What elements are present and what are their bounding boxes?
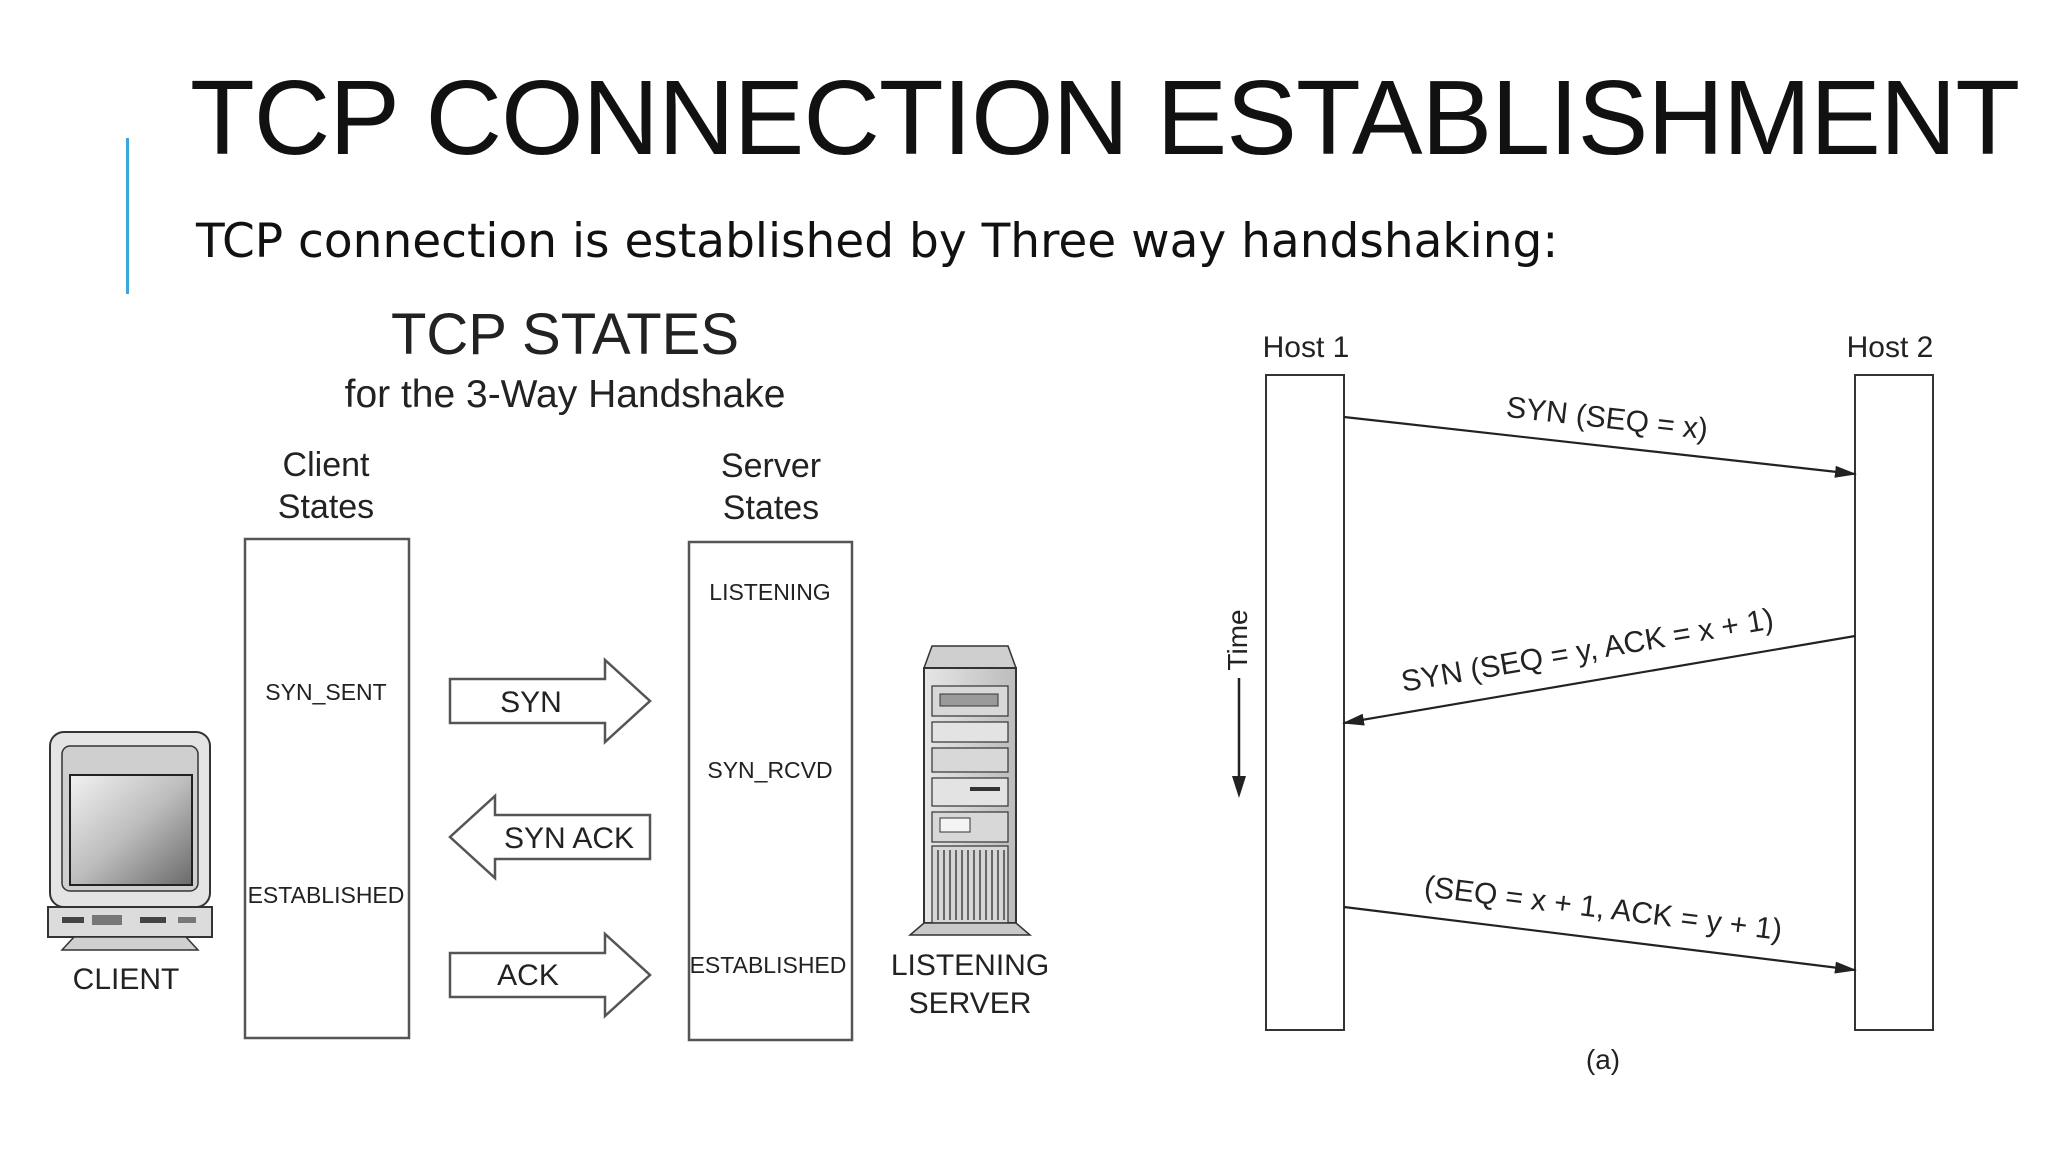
syn-ack-arrow-label: SYN ACK	[504, 822, 634, 855]
states-title: TCP STATES	[391, 302, 739, 367]
ack-block-arrow: ACK	[448, 931, 652, 1019]
server-state-listening: LISTENING	[709, 579, 830, 605]
figure-caption: (a)	[1586, 1044, 1620, 1075]
states-subtitle: for the 3-Way Handshake	[345, 373, 786, 416]
time-axis: Time	[1222, 609, 1253, 798]
message-syn-ack: SYN (SEQ = y, ACK = x + 1)	[1342, 603, 1856, 726]
client-header-line1: Client	[283, 446, 370, 484]
client-label: CLIENT	[73, 963, 180, 996]
message-syn-ack-label: SYN (SEQ = y, ACK = x + 1)	[1399, 603, 1776, 699]
client-computer-icon: CLIENT	[47, 731, 213, 996]
slide-subtitle: TCP connection is established by Three w…	[196, 214, 1559, 269]
host2-label: Host 2	[1847, 331, 1934, 364]
accent-bar	[126, 138, 129, 294]
message-syn: SYN (SEQ = x)	[1343, 391, 1857, 478]
slide-title: TCP CONNECTION ESTABLISHMENT	[190, 59, 2020, 177]
client-state-established: ESTABLISHED	[248, 882, 405, 908]
client-state-syn-sent: SYN_SENT	[265, 679, 386, 705]
server-state-syn-rcvd: SYN_RCVD	[707, 757, 832, 783]
syn-ack-block-arrow: SYN ACK	[448, 793, 652, 881]
host1-timeline	[1265, 374, 1345, 1031]
host2-timeline	[1854, 374, 1934, 1031]
tcp-states-figure: TCP STATES for the 3-Way Handshake Clien…	[47, 302, 1049, 1042]
client-states-box	[243, 537, 411, 1040]
server-header-line2: States	[723, 489, 819, 527]
sequence-figure: Host 1 Host 2 Time SYN (SEQ = x) SYN (SE…	[1222, 331, 1934, 1075]
server-label-line1: LISTENING	[891, 949, 1049, 982]
server-tower-icon: LISTENING SERVER	[891, 645, 1049, 1020]
message-ack: (SEQ = x + 1, ACK = y + 1)	[1343, 870, 1857, 974]
server-states-box	[687, 540, 854, 1042]
server-state-established: ESTABLISHED	[690, 952, 847, 978]
message-ack-label: (SEQ = x + 1, ACK = y + 1)	[1422, 870, 1784, 947]
syn-block-arrow: SYN	[448, 657, 652, 745]
syn-arrow-label: SYN	[500, 686, 562, 719]
client-header-line2: States	[278, 488, 374, 526]
server-header-line1: Server	[721, 447, 821, 485]
ack-arrow-label: ACK	[497, 959, 559, 992]
host1-label: Host 1	[1263, 331, 1350, 364]
time-label: Time	[1222, 609, 1253, 670]
server-label-line2: SERVER	[909, 987, 1032, 1020]
